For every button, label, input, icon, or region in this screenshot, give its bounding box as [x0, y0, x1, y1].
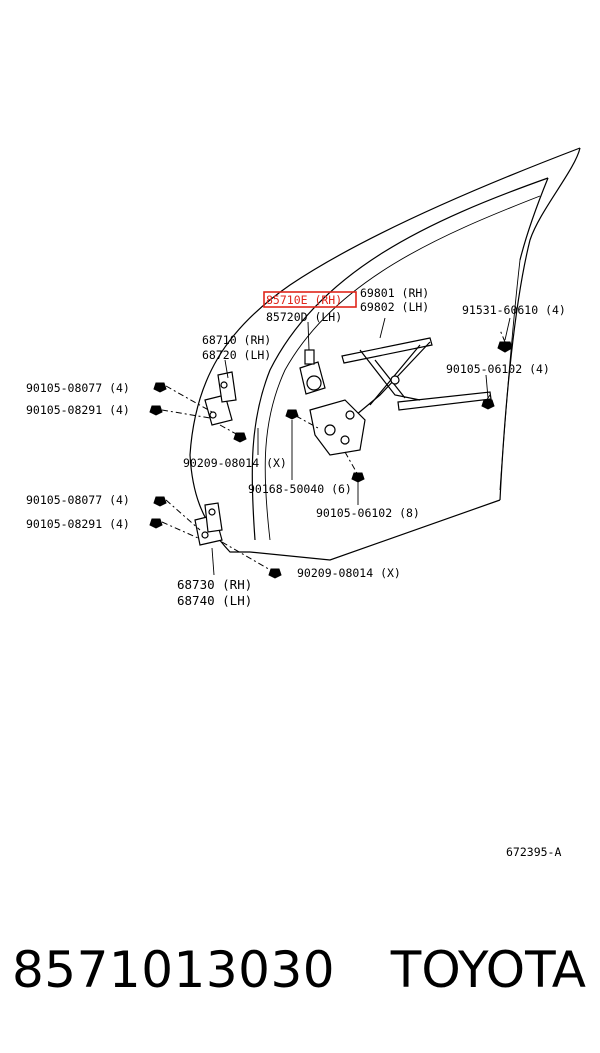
label-bolt-top-right: 91531-60610 (4) — [462, 303, 566, 317]
footer: 8571013030 TOYOTA — [0, 935, 600, 1005]
label-hinge-upper-lh: 68720 (LH) — [202, 348, 271, 362]
label-bolt-regulator-bottom: 90105-06102 (8) — [316, 506, 420, 520]
label-hinge-lower-rh: 68730 (RH) — [177, 577, 252, 592]
label-motor-lh: 85720D (LH) — [266, 310, 342, 324]
label-hinge-lower-lh: 68740 (LH) — [177, 593, 252, 608]
label-bolt-right: 90105-06102 (4) — [446, 362, 550, 376]
label-bolt-lower-hinge-1: 90105-08077 (4) — [26, 493, 130, 507]
parts-diagram: 69801 (RH) 69802 (LH) 85710E (RH) 85720D… — [26, 147, 581, 859]
label-bolt-regulator-left: 90168-50040 (6) — [248, 482, 352, 496]
label-bolt-upper-hinge-2: 90105-08291 (4) — [26, 403, 130, 417]
window-regulator — [341, 337, 492, 421]
window-motor — [299, 349, 366, 456]
leader-lines — [161, 317, 511, 576]
label-nut-upper-hinge: 90209-08014 (X) — [183, 456, 287, 470]
part-number: 8571013030 — [12, 941, 336, 999]
fasteners — [149, 341, 513, 579]
label-bolt-lower-hinge-2: 90105-08291 (4) — [26, 517, 130, 531]
label-nut-lower-hinge: 90209-08014 (X) — [297, 566, 401, 580]
door-outline — [189, 147, 581, 561]
brand-name: TOYOTA — [390, 941, 586, 999]
label-hinge-upper-rh: 68710 (RH) — [202, 333, 271, 347]
label-regulator-lh: 69802 (LH) — [360, 300, 429, 314]
highlight-box — [263, 291, 357, 308]
label-regulator-rh: 69801 (RH) — [360, 286, 429, 300]
lower-hinge — [194, 502, 223, 546]
figure-code: 672395-A — [506, 845, 561, 859]
label-motor-rh: 85710E (RH) — [266, 293, 342, 307]
upper-hinge — [204, 371, 237, 426]
label-bolt-upper-hinge-1: 90105-08077 (4) — [26, 381, 130, 395]
